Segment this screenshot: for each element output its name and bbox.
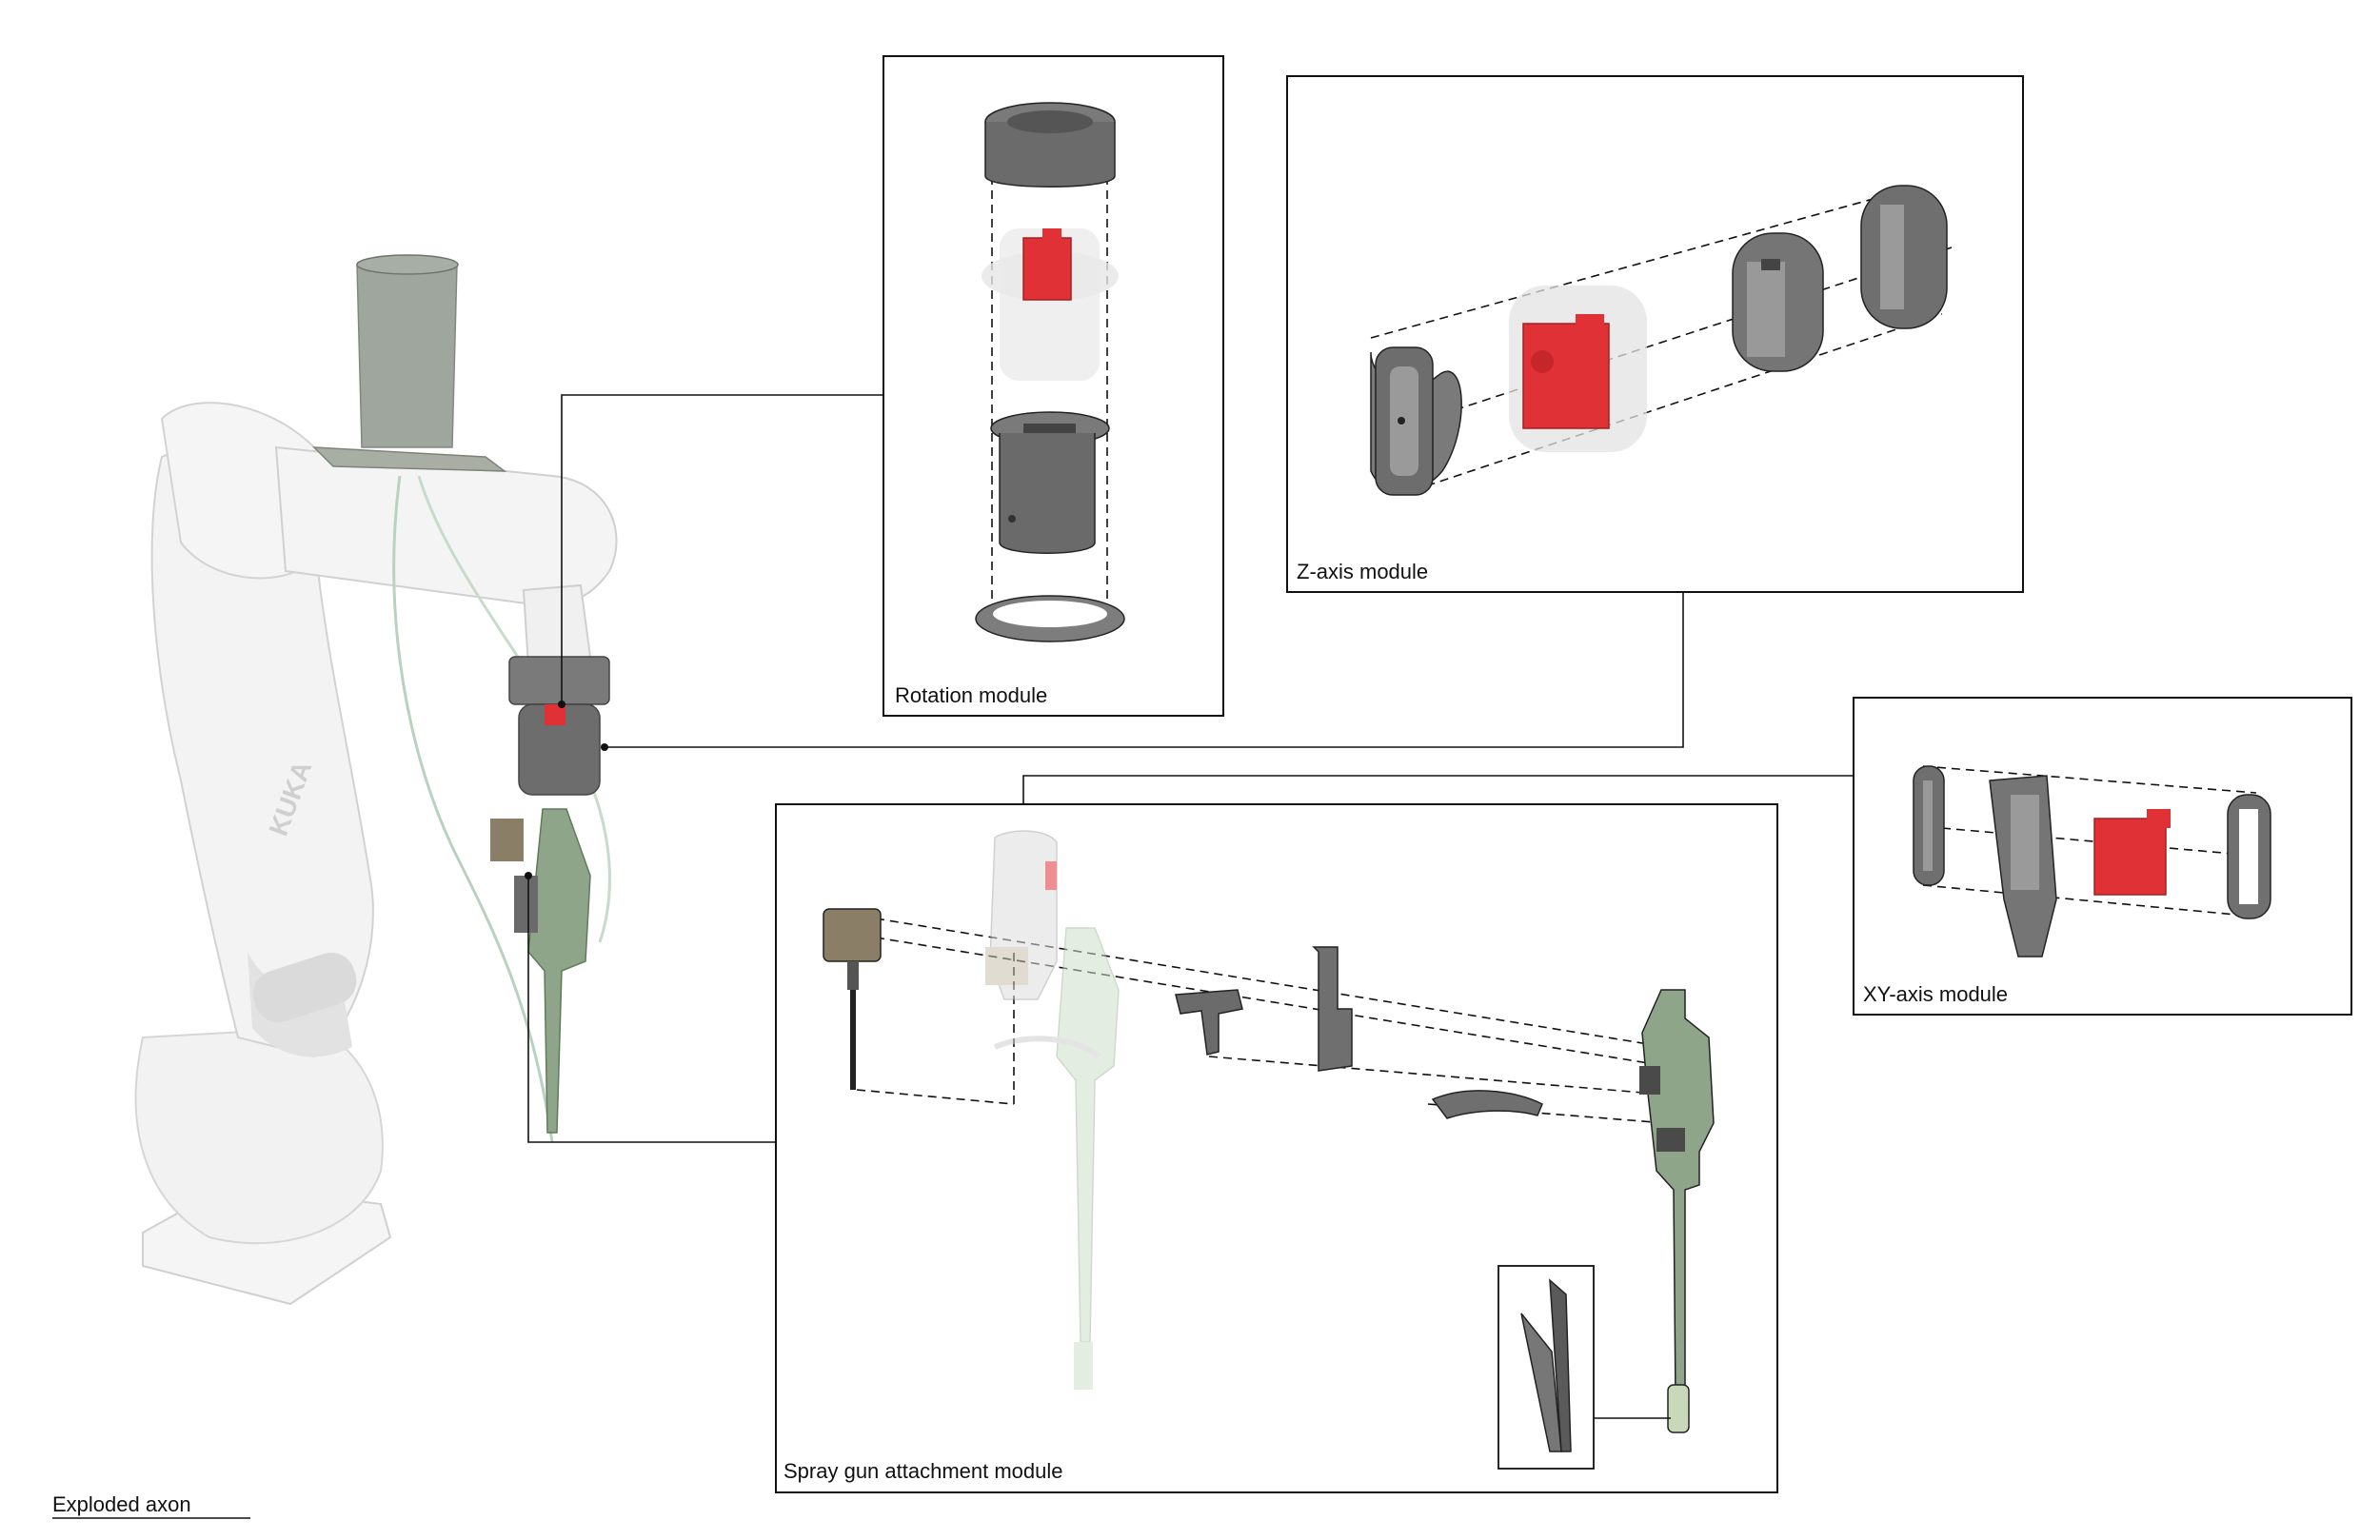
spray-ghost-assembly bbox=[985, 830, 1120, 1390]
robot-servo-red bbox=[545, 704, 565, 725]
robot-upper-arm bbox=[274, 445, 618, 607]
spray-trigger-lever bbox=[1431, 1090, 1543, 1119]
paint-cup-rim bbox=[356, 254, 459, 275]
spray-l-bracket bbox=[1312, 946, 1353, 1072]
spray-tan-connector bbox=[823, 908, 882, 962]
robot-spray-gun bbox=[527, 808, 591, 1134]
leader-rotation bbox=[561, 394, 883, 704]
z-axis-module-label: Z-axis module bbox=[1297, 560, 1428, 583]
robot-arm-illustration: KUKA bbox=[134, 254, 618, 1306]
spray-gun-nozzle bbox=[1667, 1384, 1690, 1433]
xy-axis-module-label: XY-axis module bbox=[1863, 982, 2008, 1006]
rotation-module-panel: Rotation module bbox=[883, 55, 1224, 717]
spray-gun-module-frame bbox=[775, 803, 1778, 1493]
robot-body bbox=[134, 1026, 384, 1245]
rotation-shaft bbox=[999, 433, 1096, 554]
robot-wrist bbox=[522, 583, 592, 668]
z-axis-module-panel: Z-axis module bbox=[1286, 75, 2024, 593]
spray-gun-module-label: Spray gun attachment module bbox=[783, 1459, 1063, 1483]
xy-axis-module-panel: XY-axis module bbox=[1853, 697, 2352, 1016]
paint-cup bbox=[356, 264, 458, 448]
spray-small-bracket bbox=[1175, 989, 1243, 1056]
rotation-top-cap bbox=[984, 122, 1116, 188]
z-axis-module-frame bbox=[1286, 75, 2024, 593]
robot-rotation-block bbox=[508, 656, 610, 705]
robot-arm-slot bbox=[252, 952, 357, 1023]
mounting-plate bbox=[312, 446, 507, 472]
robot-bracket bbox=[514, 876, 538, 933]
diagram-caption: Exploded axon bbox=[52, 1492, 191, 1516]
leader-spray bbox=[527, 876, 776, 1143]
rotation-servo bbox=[1022, 237, 1072, 301]
z-servo bbox=[1522, 323, 1610, 429]
xy-servo bbox=[2093, 818, 2167, 896]
hose-1 bbox=[392, 475, 554, 1143]
spray-gun-module-panel: Spray gun attachment module bbox=[775, 803, 1778, 1493]
robot-tan-part bbox=[490, 819, 524, 861]
rotation-module-label: Rotation module bbox=[895, 683, 1047, 707]
leader-zaxis bbox=[605, 592, 1684, 748]
